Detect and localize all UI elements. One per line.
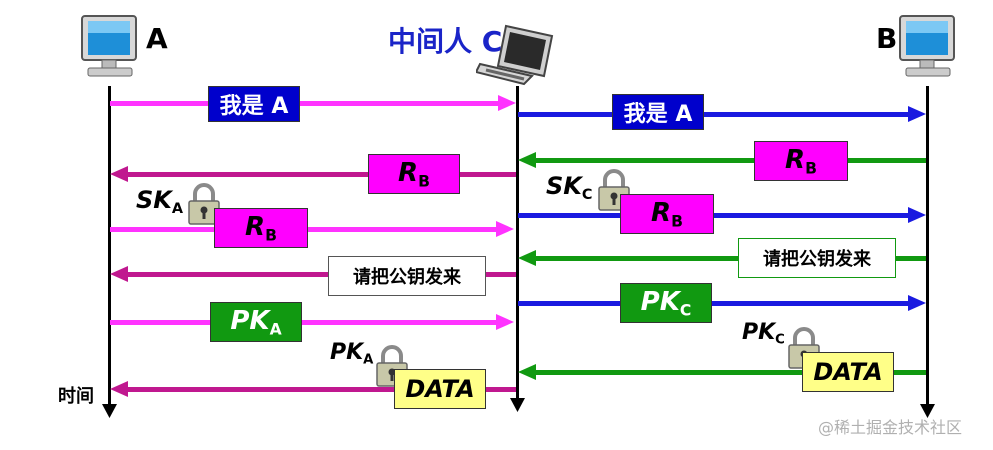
sk-a-label: SKA [136,186,184,218]
mitm-label: 中间人 C [388,25,503,58]
arrow-b-to-c-rb [518,152,926,168]
data-box-right: DATA [802,352,894,392]
i-am-a-box-right: 我是 A [612,94,704,130]
pk-c-box: PKC [620,283,712,323]
arrow-b-to-c-request [518,250,926,266]
rb-box-right: RB [754,141,848,181]
rb-box-left: RB [368,154,460,194]
rb-box-sk-c: RB [620,194,714,234]
rb-sk-c-sub: B [671,212,683,231]
watermark: @稀土掘金技术社区 [818,418,963,437]
rb-box-sk-a: RB [214,208,308,248]
time-label: 时间 [58,386,94,407]
arrow-c-to-b-1 [518,106,926,122]
arrow-c-to-b-pk [518,295,926,311]
request-key-text-right: 请把公钥发来 [763,249,871,270]
computer-a-icon [81,15,137,77]
timeline-b [926,86,929,408]
pk-c-key-label: PKC [742,320,785,348]
timeline-b-arrowhead [920,404,935,418]
lock-icon [188,183,220,225]
i-am-a-box-left: 我是 A [208,86,300,122]
rb-left-main: R [398,157,419,188]
rb-sk-c-main: R [651,197,672,228]
timeline-c-arrowhead [510,398,525,412]
arrow-c-to-b-sk [518,207,926,223]
rb-sk-a-main: R [245,211,266,242]
pk-c-sub: C [679,301,692,320]
laptop-c-icon [476,24,554,86]
request-key-text-left: 请把公钥发来 [353,267,461,288]
data-text-right: DATA [813,358,883,386]
pk-a-box: PKA [210,302,302,342]
pk-a-main: PK [230,305,270,336]
i-am-a-text-right: 我是 A [623,102,693,127]
rb-right-main: R [785,144,806,175]
timeline-a [108,86,111,408]
request-key-box-left: 请把公钥发来 [328,256,486,296]
rb-left-sub: B [418,172,430,191]
pk-a-key-label: PKA [330,340,374,368]
arrow-c-to-a-request [110,266,516,282]
arrow-c-to-a-rb [110,166,516,182]
node-b-label: B [876,22,898,55]
data-text-left: DATA [405,375,475,403]
i-am-a-text-left: 我是 A [219,94,289,119]
timeline-a-arrowhead [102,404,117,418]
rb-sk-a-sub: B [265,226,277,245]
arrow-c-to-a-data [110,381,516,397]
timeline-c [516,86,519,400]
pk-c-main: PK [640,286,680,317]
computer-b-icon [899,15,955,77]
pk-a-sub: A [269,320,282,339]
arrow-b-to-c-data [518,364,926,380]
arrow-a-to-c-pk [110,314,514,330]
data-box-left: DATA [394,369,486,409]
arrow-a-to-c-1 [110,95,516,111]
node-a-label: A [146,22,168,55]
request-key-box-right: 请把公钥发来 [738,238,896,278]
rb-right-sub: B [805,159,817,178]
sk-c-label: SKC [546,172,593,204]
